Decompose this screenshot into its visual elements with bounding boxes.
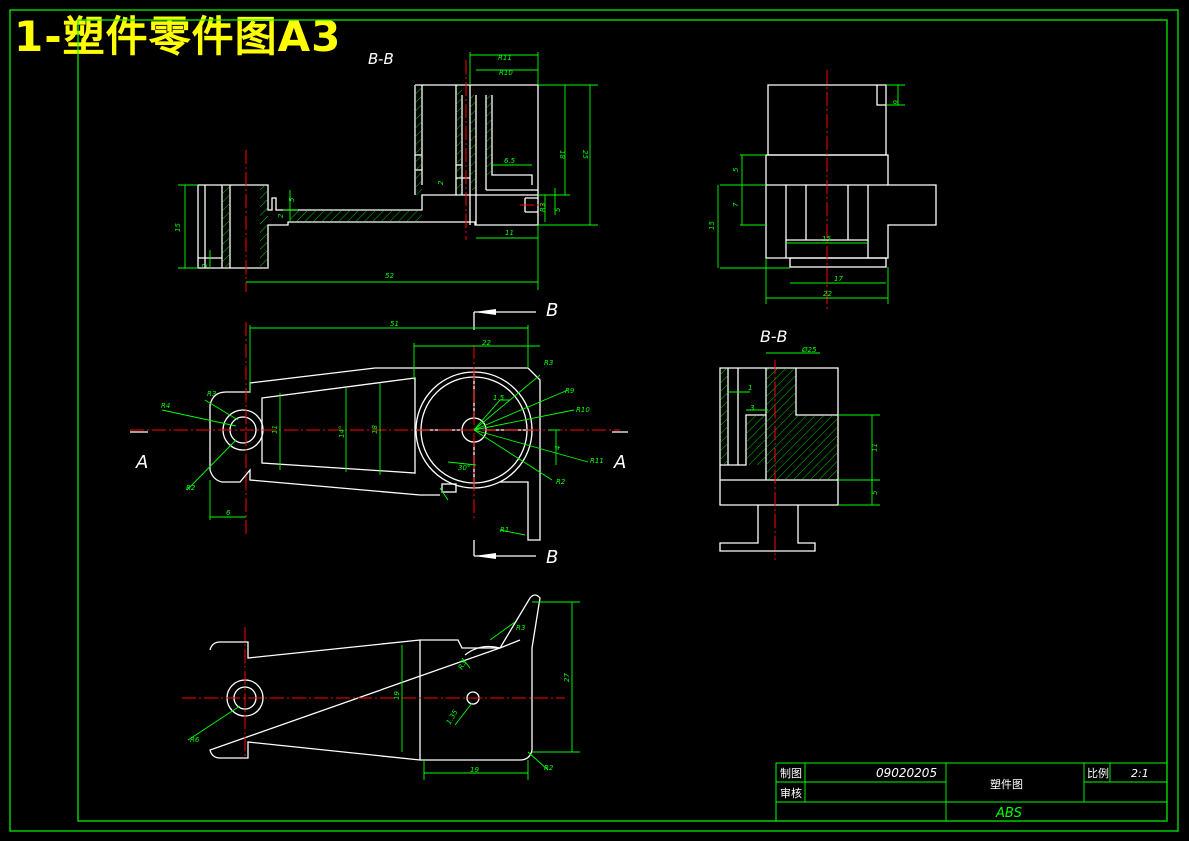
svg-text:11: 11 [871,443,879,452]
svg-text:R6: R6 [190,736,200,744]
svg-text:15: 15 [708,221,716,230]
sheet-title: 1-塑件零件图A3 [14,12,342,61]
material: ABS [995,806,1022,821]
side-view: 6 5 7 15 15 17 22 [708,70,937,310]
front-section-view: R11 R10 6.5 18 25 2 5 2 15 2 52 11 R3 5 … [174,50,598,292]
svg-text:52: 52 [385,272,394,280]
svg-text:22: 22 [482,339,491,347]
svg-text:R11: R11 [590,457,604,465]
svg-text:30°: 30° [458,464,470,472]
section-label-a-right: A [613,452,626,473]
svg-text:R10: R10 [576,406,590,414]
svg-text:5: 5 [554,207,562,212]
svg-text:51: 51 [390,320,399,328]
drawing-code: 09020205 [876,766,937,780]
svg-text:Ø25: Ø25 [801,346,817,354]
svg-text:2: 2 [201,263,209,268]
drawn-label: 制图 [780,767,802,780]
svg-text:15: 15 [822,235,831,243]
inner-border [77,19,1168,822]
svg-text:14°: 14° [338,426,346,438]
svg-text:2: 2 [277,213,285,218]
svg-text:R3: R3 [539,203,547,212]
svg-text:6: 6 [226,509,231,517]
svg-text:27: 27 [563,673,571,682]
svg-text:1.5: 1.5 [493,394,505,402]
svg-text:R2: R2 [556,478,566,486]
section-label-bb-side: B-B [760,327,787,346]
section-label-a-left: A [135,452,148,473]
svg-text:R9: R9 [565,387,575,395]
svg-text:3: 3 [750,404,754,412]
svg-text:5: 5 [871,490,879,495]
scale-label: 比例 [1087,766,1109,780]
svg-text:6.5: 6.5 [504,157,516,165]
svg-text:15: 15 [174,223,182,232]
svg-text:18: 18 [558,150,566,159]
bb-section-view: B-B Ø25 1 3 11 5 [719,327,880,560]
svg-text:R2: R2 [186,484,196,492]
drawing-name: 塑件图 [990,777,1023,791]
svg-text:2: 2 [437,180,445,185]
svg-text:6: 6 [891,100,899,105]
section-label-b-lower: B [546,547,558,568]
svg-text:19: 19 [393,691,401,700]
svg-text:R10: R10 [499,69,513,77]
svg-text:7: 7 [732,202,740,207]
svg-text:R11: R11 [498,54,512,62]
svg-text:R3: R3 [516,624,525,632]
svg-text:22: 22 [823,290,832,298]
svg-text:R2: R2 [544,764,554,772]
svg-text:19: 19 [470,766,479,774]
section-label-bb-top: B-B [368,50,394,68]
svg-text:18: 18 [371,425,379,434]
svg-text:R3: R3 [544,359,553,367]
svg-text:11: 11 [505,229,514,237]
bottom-view: R3 R3 19 R2 27 19 R6 1.35 [182,594,580,780]
svg-text:5: 5 [288,197,296,202]
svg-text:R1: R1 [500,526,509,534]
svg-text:R3: R3 [207,390,216,398]
svg-text:R4: R4 [161,402,170,410]
outer-border [9,9,1179,832]
svg-text:17: 17 [834,275,843,283]
scale-value: 2:1 [1131,767,1149,780]
svg-text:25: 25 [581,150,589,159]
svg-text:5: 5 [732,167,740,172]
section-label-b-upper: B [546,300,558,321]
checked-label: 审核 [780,786,802,800]
plan-view: B B A A 51 22 R3 R9 R10 1.5 R4 R3 R2 R2 … [130,300,628,568]
svg-text:1: 1 [748,384,752,392]
svg-text:R3: R3 [457,659,469,671]
svg-text:11: 11 [271,425,279,434]
svg-text:1.35: 1.35 [445,708,460,726]
svg-text:4: 4 [554,446,562,450]
title-block: 制图 审核 09020205 塑件图 比例 2:1 ABS [775,762,1168,822]
